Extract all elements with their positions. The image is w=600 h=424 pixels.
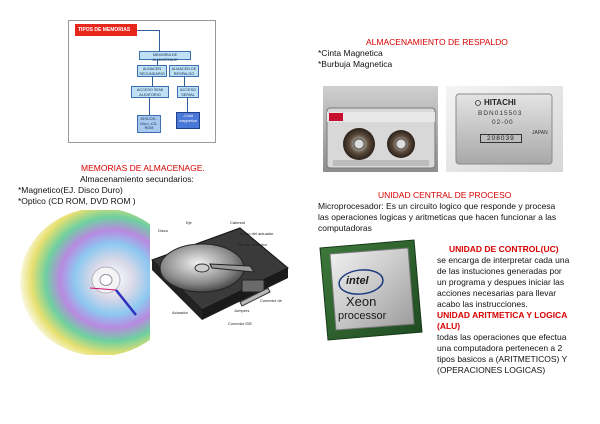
hitachi-chip-photo: HITACHI BDN015503 02-00 JAPAN 208039 — [446, 86, 563, 172]
storage-memories-heading: MEMORIAS DE ALMACENAGE. — [81, 163, 205, 173]
storage-memories-subheading: Almacenamiento secundarios: — [80, 174, 194, 184]
alu-heading-1: UNIDAD ARITMETICA Y LOGICA — [437, 310, 568, 320]
diagram-box-storage: MEMORIA DE ALMACENAJE — [139, 51, 191, 62]
cpu-product-line-1: Xeon — [346, 294, 377, 309]
backup-item-bubble: *Burbuja Magnetica — [318, 59, 393, 69]
hdd-label-head: Cabezal — [230, 220, 245, 225]
diagram-box-disks: DISCOS -Duro -CD-ROM — [137, 115, 161, 133]
chip-brand: HITACHI — [484, 98, 516, 107]
cpu-heading: UNIDAD CENTRAL DE PROCESO — [378, 190, 512, 200]
alu-heading-2: (ALU) — [437, 321, 461, 331]
diagram-box-tape: -Cinta magnetica — [176, 112, 200, 129]
control-unit-line-1: se encarga de interpretar cada una — [437, 255, 570, 265]
diagram-box-secondary: ALMACEN SECUNDARIO — [137, 65, 167, 77]
alu-line-3: tipos basicos a (ARITMETICOS) Y — [437, 354, 568, 364]
alu-line-2: una computadora pertenecen a 2 — [437, 343, 563, 353]
control-unit-line-4: acciones necesarias para llevar — [437, 288, 557, 298]
diagram-title: TIPOS DE MEMORIAS — [75, 24, 137, 36]
hdd-label-actuator: Actuador — [172, 310, 189, 315]
hdd-label-ide-connector: Conector IDE — [228, 321, 253, 326]
chip-code-2: 02-00 — [492, 119, 514, 126]
hdd-label-disk: Disco — [158, 228, 169, 233]
alu-line-1: todas las operaciones que efectua — [437, 332, 567, 342]
hdd-label-axis: Eje — [186, 220, 192, 225]
control-unit-line-5: acabo las instrucciones. — [437, 299, 528, 309]
control-unit-heading: UNIDAD DE CONTROL(UC) — [449, 244, 559, 254]
cd-disc-photo — [20, 210, 150, 355]
chip-code-1: BDN015503 — [478, 110, 523, 117]
cpu-line-1: Microprocesador: Es un circuito logico q… — [318, 201, 556, 211]
backup-storage-heading: ALMACENAMIENTO DE RESPALDO — [366, 37, 508, 47]
tape-cartridge-photo — [323, 86, 438, 172]
memory-types-diagram: TIPOS DE MEMORIAS MEMORIA DE ALMACENAJE … — [68, 20, 216, 143]
control-unit-line-2: de las instuciones generadas por — [437, 266, 562, 276]
chip-country: JAPAN — [532, 130, 548, 136]
cpu-line-2: las operaciones logicas y aritmeticas qu… — [318, 212, 557, 222]
storage-item-magnetic: *Magnetico(EJ. Disco Duro) — [18, 185, 123, 195]
hdd-label-actuator-axis: Eje del actuador — [238, 242, 267, 247]
hdd-label-arm: Brazo del actuador — [240, 231, 274, 236]
cpu-line-3: computadoras — [318, 223, 372, 233]
diagram-box-serial: ACCESO SERIAL — [177, 86, 199, 98]
alu-line-4: (OPERACIONES LOGICAS) — [437, 365, 546, 375]
control-unit-line-3: un programa y despues iniciar las — [437, 277, 565, 287]
hdd-label-connector: Conector de — [260, 298, 282, 303]
hard-disk-photo: Eje Disco Cabezal Brazo del actuador Eje… — [150, 220, 290, 332]
cpu-product-line-2: processor — [338, 310, 387, 322]
diagram-box-semi-random: ACCESO SEMI ALEATORIO — [131, 86, 169, 98]
cpu-brand: intel — [346, 275, 369, 287]
storage-item-optical: *Optico (CD ROM, DVD ROM ) — [18, 196, 136, 206]
diagram-box-backup: ALMACEN DE RESPALDO — [169, 65, 199, 77]
chip-serial: 208039 — [480, 134, 522, 143]
hdd-label-jumpers: Jumpers — [234, 308, 250, 313]
intel-xeon-photo: intel Xeon processor — [316, 238, 426, 343]
backup-item-tape: *Cinta Magnetica — [318, 48, 383, 58]
